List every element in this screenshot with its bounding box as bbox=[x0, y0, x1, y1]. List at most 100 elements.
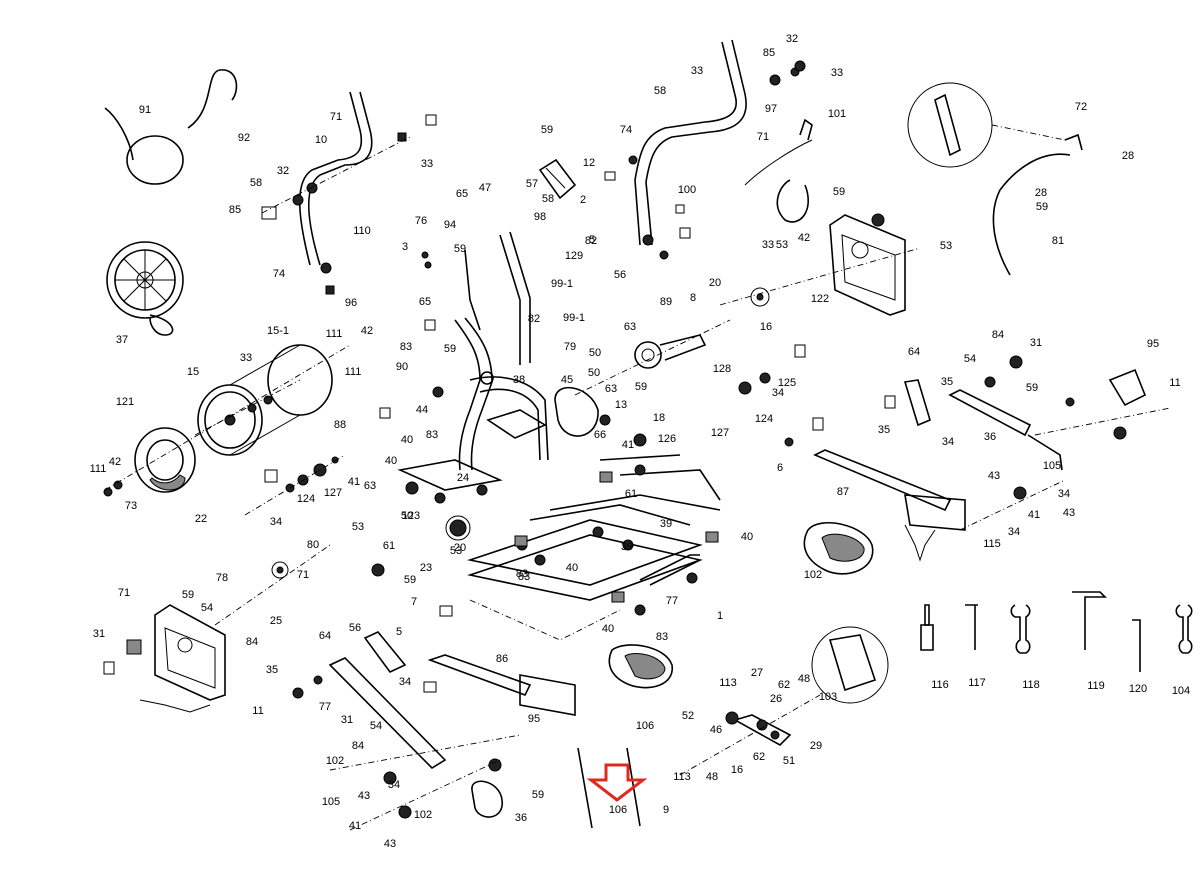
part-number-label: 63 bbox=[624, 321, 636, 333]
part-number-label: 48 bbox=[706, 771, 718, 783]
part-number-label: 84 bbox=[352, 740, 364, 752]
part-number-label: 9 bbox=[663, 804, 669, 816]
part-number-label: 89 bbox=[660, 296, 672, 308]
part-number-label: 72 bbox=[1075, 101, 1087, 113]
part-number-label: 59 bbox=[444, 343, 456, 355]
part-number-label: 50 bbox=[588, 367, 600, 379]
part-number-label: 34 bbox=[1008, 526, 1020, 538]
part-number-label: 41 bbox=[1028, 509, 1040, 521]
part-number-label: 33 bbox=[831, 67, 843, 79]
crank-shaft-16 bbox=[554, 319, 731, 437]
part-number-label: 33 bbox=[762, 239, 774, 251]
part-number-label: 71 bbox=[118, 587, 130, 599]
part-number-label: 73 bbox=[125, 500, 137, 512]
part-number-label: 2 bbox=[580, 194, 586, 206]
part-number-label: 54 bbox=[201, 602, 213, 614]
part-number-label: 34 bbox=[388, 779, 400, 791]
part-number-label: 110 bbox=[353, 225, 371, 237]
part-number-label: 38 bbox=[513, 374, 525, 386]
part-number-label: 53 bbox=[450, 545, 462, 557]
console-88 bbox=[538, 158, 577, 200]
part-number-label: 71 bbox=[330, 111, 342, 123]
part-number-label: 88 bbox=[334, 419, 346, 431]
flywheel-15-1 bbox=[103, 427, 196, 497]
part-number-label: 11 bbox=[252, 705, 263, 717]
part-number-label: 10 bbox=[315, 134, 327, 146]
part-number-label: 99-1 bbox=[563, 312, 585, 324]
flywheel-15 bbox=[197, 344, 333, 456]
part-number-label: 99-1 bbox=[551, 278, 573, 290]
part-number-label: 47 bbox=[479, 182, 491, 194]
flywheel-37 bbox=[106, 241, 184, 336]
part-number-label: 43 bbox=[1063, 507, 1075, 519]
part-number-label: 83 bbox=[518, 571, 530, 583]
fasteners bbox=[371, 251, 1075, 693]
part-number-label: 24 bbox=[457, 472, 469, 484]
part-number-label: 39 bbox=[621, 541, 633, 553]
part-number-label: 31 bbox=[341, 714, 353, 726]
part-number-label: 25 bbox=[270, 615, 282, 627]
part-number-label: 13 bbox=[615, 399, 627, 411]
part-number-label: 61 bbox=[383, 540, 395, 552]
part-number-label: 105 bbox=[322, 796, 340, 808]
part-number-label: 94 bbox=[444, 219, 456, 231]
part-number-label: 43 bbox=[384, 838, 396, 850]
part-number-label: 35 bbox=[941, 376, 953, 388]
part-number-label: 102 bbox=[326, 755, 344, 767]
part-number-label: 42 bbox=[361, 325, 373, 337]
bearing-20 bbox=[719, 247, 921, 307]
part-number-label: 106 bbox=[609, 804, 627, 816]
part-number-label: 101 bbox=[828, 108, 846, 120]
part-number-label: 34 bbox=[942, 436, 954, 448]
part-number-label: 63 bbox=[605, 383, 617, 395]
part-number-label: 22 bbox=[195, 513, 207, 525]
part-number-label: 6 bbox=[777, 462, 783, 474]
part-number-label: 43 bbox=[358, 790, 370, 802]
part-number-label: 37 bbox=[116, 334, 128, 346]
part-number-label: 26 bbox=[770, 693, 782, 705]
part-number-label: 71 bbox=[297, 569, 309, 581]
part-number-label: 34 bbox=[270, 516, 282, 528]
part-number-label: 84 bbox=[246, 636, 258, 648]
part-number-label: 61 bbox=[625, 488, 637, 500]
part-number-label: 95 bbox=[528, 713, 540, 725]
part-number-label: 50 bbox=[401, 510, 413, 522]
part-number-label: 54 bbox=[964, 353, 976, 365]
part-number-label: 34 bbox=[1058, 488, 1070, 500]
part-number-label: 15 bbox=[187, 366, 199, 378]
part-number-label: 11 bbox=[1169, 377, 1180, 389]
part-number-label: 83 bbox=[400, 341, 412, 353]
part-number-label: 95 bbox=[1147, 338, 1159, 350]
part-number-label: 33 bbox=[691, 65, 703, 77]
part-number-label: 87 bbox=[837, 486, 849, 498]
part-number-label: 41 bbox=[348, 476, 360, 488]
pedal-87 bbox=[803, 522, 874, 575]
part-number-label: 33 bbox=[421, 158, 433, 170]
part-number-label: 45 bbox=[561, 374, 573, 386]
tools bbox=[920, 591, 1193, 672]
part-number-label: 115 bbox=[983, 538, 1001, 550]
part-number-label: 3 bbox=[402, 241, 408, 253]
upright-frame bbox=[454, 231, 549, 471]
part-number-label: 124 bbox=[755, 413, 773, 425]
bracket-81 bbox=[829, 213, 906, 316]
tension-mechanism bbox=[679, 626, 889, 776]
part-number-label: 54 bbox=[370, 720, 382, 732]
part-number-label: 128 bbox=[713, 363, 731, 375]
part-number-label: 106 bbox=[636, 720, 654, 732]
part-number-label: 23 bbox=[420, 562, 432, 574]
part-number-label: 111 bbox=[326, 328, 343, 340]
part-number-label: 65 bbox=[456, 188, 468, 200]
detail-circle-100 bbox=[907, 82, 1083, 276]
part-number-label: 85 bbox=[763, 47, 775, 59]
part-number-label: 122 bbox=[811, 293, 829, 305]
part-number-label: 39 bbox=[660, 518, 672, 530]
left-pedal-arm bbox=[292, 631, 576, 831]
part-number-label: 62 bbox=[778, 679, 790, 691]
part-number-label: 7 bbox=[411, 596, 417, 608]
part-number-label: 76 bbox=[415, 215, 427, 227]
part-number-label: 31 bbox=[93, 628, 105, 640]
part-number-label: 59 bbox=[532, 789, 544, 801]
part-number-label: 29 bbox=[810, 740, 822, 752]
